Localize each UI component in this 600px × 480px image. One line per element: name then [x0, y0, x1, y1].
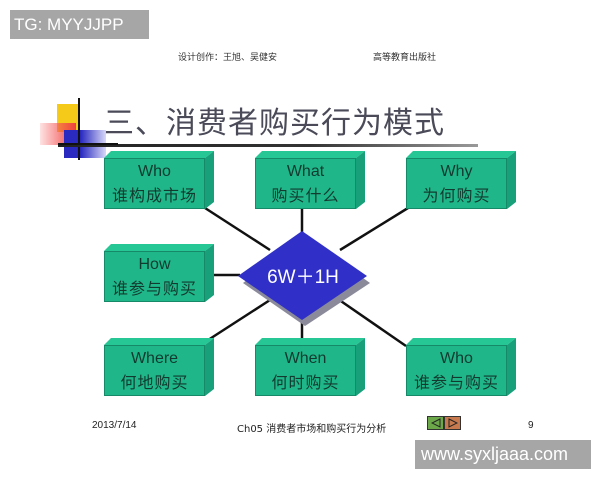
box-what: What 购买什么: [255, 151, 365, 209]
triangle-left-icon: [430, 418, 440, 428]
header-credits: 设计创作：王旭、吴健安: [178, 53, 278, 63]
title-underline: [58, 144, 478, 147]
box-label-zh: 为何购买: [422, 186, 491, 205]
footer-chapter: Ch05 消费者市场和购买行为分析: [237, 424, 387, 435]
decor-horizontal-line: [58, 143, 118, 145]
box-label-zh: 购买什么: [271, 186, 340, 205]
box-how: How 谁参与购买: [104, 244, 214, 302]
box-label-en: Why: [440, 163, 473, 180]
box-who-market: Who 谁构成市场: [104, 151, 214, 209]
box-label-zh: 何时购买: [271, 373, 340, 392]
box-label-en: How: [138, 256, 171, 273]
box-label-en: Where: [130, 350, 179, 367]
footer-date: 2013/7/14: [92, 420, 137, 431]
box-where: Where 何地购买: [104, 338, 214, 396]
decor-vertical-line: [78, 98, 80, 160]
box-label-en: When: [284, 350, 327, 367]
box-why: Why 为何购买: [406, 151, 516, 209]
box-label-zh: 何地购买: [120, 373, 189, 392]
box-label-zh: 谁参与购买: [413, 373, 499, 392]
box-who-participates: Who 谁参与购买: [406, 338, 516, 396]
nav-next-button[interactable]: [444, 416, 461, 430]
box-label-en: Who: [440, 350, 473, 367]
slide-title: 三、消费者购买行为模式: [104, 106, 445, 141]
watermark-bottom: www.syxljaaa.com: [415, 440, 591, 469]
center-diamond-label: 6W＋1H: [267, 267, 339, 288]
watermark-top: TG: MYYJJPP: [10, 10, 149, 39]
triangle-right-icon: [448, 418, 458, 428]
footer-page-number: 9: [528, 420, 534, 431]
box-label-en: What: [286, 163, 325, 180]
nav-prev-button[interactable]: [427, 416, 444, 430]
header-publisher: 高等教育出版社: [373, 53, 437, 63]
box-label-zh: 谁构成市场: [111, 186, 197, 205]
box-label-zh: 谁参与购买: [111, 279, 197, 298]
box-label-en: Who: [138, 163, 171, 180]
box-when: When 何时购买: [255, 338, 365, 396]
